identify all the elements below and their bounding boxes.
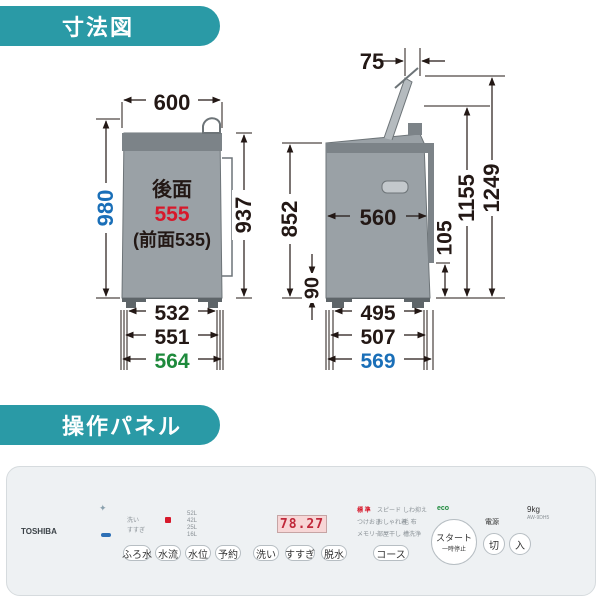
course-standard: 標 準 [357, 508, 371, 514]
course-delicate: おしゃれ着 [377, 520, 408, 526]
warm-indicator [165, 517, 171, 523]
course-soak: つけおき [357, 520, 382, 526]
back-width-555: 555 [154, 203, 189, 226]
power-label: 電源 [485, 519, 499, 526]
control-panel: TOSHIBA ✦ 洗い すすぎ 52L 42L 25L 16L ふろ水 水流 … [6, 466, 596, 596]
spin-button[interactable]: 脱水 [321, 545, 347, 561]
side-lid-75: 75 [360, 49, 384, 74]
dimension-diagram: 600 980 937 後面 555 (前面535) 532 551 564 [93, 48, 505, 373]
course-memory: メモリー [357, 532, 382, 538]
front-height-980: 980 [93, 190, 118, 227]
course-blanket: 毛 布 [403, 520, 417, 526]
power-on-button[interactable]: 入 [509, 533, 531, 555]
left-label-rinse: すすぎ [127, 528, 146, 534]
side-bottom-569: 569 [360, 350, 395, 373]
panel-section-tab: 操作パネル [0, 405, 220, 445]
indicator-dot [101, 533, 111, 537]
dimensions-section-tab: 寸法図 [0, 6, 220, 46]
water-level-button[interactable]: 水位 [185, 545, 211, 561]
water-flow-button[interactable]: 水流 [155, 545, 181, 561]
course-speed: スピード [377, 508, 402, 514]
side-height-852: 852 [277, 201, 302, 238]
left-label-wash: 洗い [127, 518, 140, 524]
front-width-600: 600 [154, 90, 191, 115]
front-width-note-535: (前面535) [133, 229, 211, 250]
side-height-1155: 1155 [454, 174, 479, 222]
timer-button[interactable]: 予約 [215, 545, 241, 561]
back-label: 後面 [152, 177, 192, 201]
course-indoor: 部屋干し [377, 532, 402, 538]
panel-section-title: 操作パネル [62, 414, 183, 439]
side-bottom-495: 495 [360, 302, 395, 325]
model-label: AW-9DH5 [527, 515, 550, 521]
course-wrinkle: しわ抑え [403, 508, 428, 514]
side-height-105: 105 [434, 220, 457, 255]
start-pause-button[interactable]: スタート 一時停止 [431, 519, 477, 565]
capacity-label: 9kg [527, 505, 540, 514]
front-bottom-564: 564 [154, 350, 189, 373]
sparkle-icon: ✦ [99, 503, 107, 513]
dimensions-section-title: 寸法図 [62, 15, 135, 40]
start-label: スタート [435, 533, 472, 543]
course-tub-clean: 槽洗浄 [403, 532, 422, 538]
eco-label: eco [437, 505, 450, 512]
wash-button[interactable]: 洗い [253, 545, 279, 561]
water-level-25: 25L [187, 525, 198, 531]
side-height-1249: 1249 [479, 164, 504, 213]
side-bottom-507: 507 [360, 326, 395, 349]
water-level-52: 52L [187, 511, 198, 517]
side-view [325, 67, 434, 308]
rinse-button[interactable]: すすぎ [285, 545, 315, 561]
water-level-16: 16L [187, 532, 198, 538]
front-height-937: 937 [231, 197, 256, 234]
lcd-display: 78.27 [277, 515, 327, 533]
pause-label: 一時停止 [441, 547, 466, 553]
front-bottom-532: 532 [154, 302, 189, 325]
power-off-button[interactable]: 切 [483, 533, 505, 555]
water-level-42: 42L [187, 518, 198, 524]
bath-water-button[interactable]: ふろ水 [122, 545, 152, 561]
side-depth-560: 560 [360, 205, 397, 230]
course-button[interactable]: コース [373, 545, 409, 561]
side-height-90: 90 [301, 277, 323, 299]
front-bottom-551: 551 [154, 326, 189, 349]
brand-logo: TOSHIBA [21, 527, 57, 536]
